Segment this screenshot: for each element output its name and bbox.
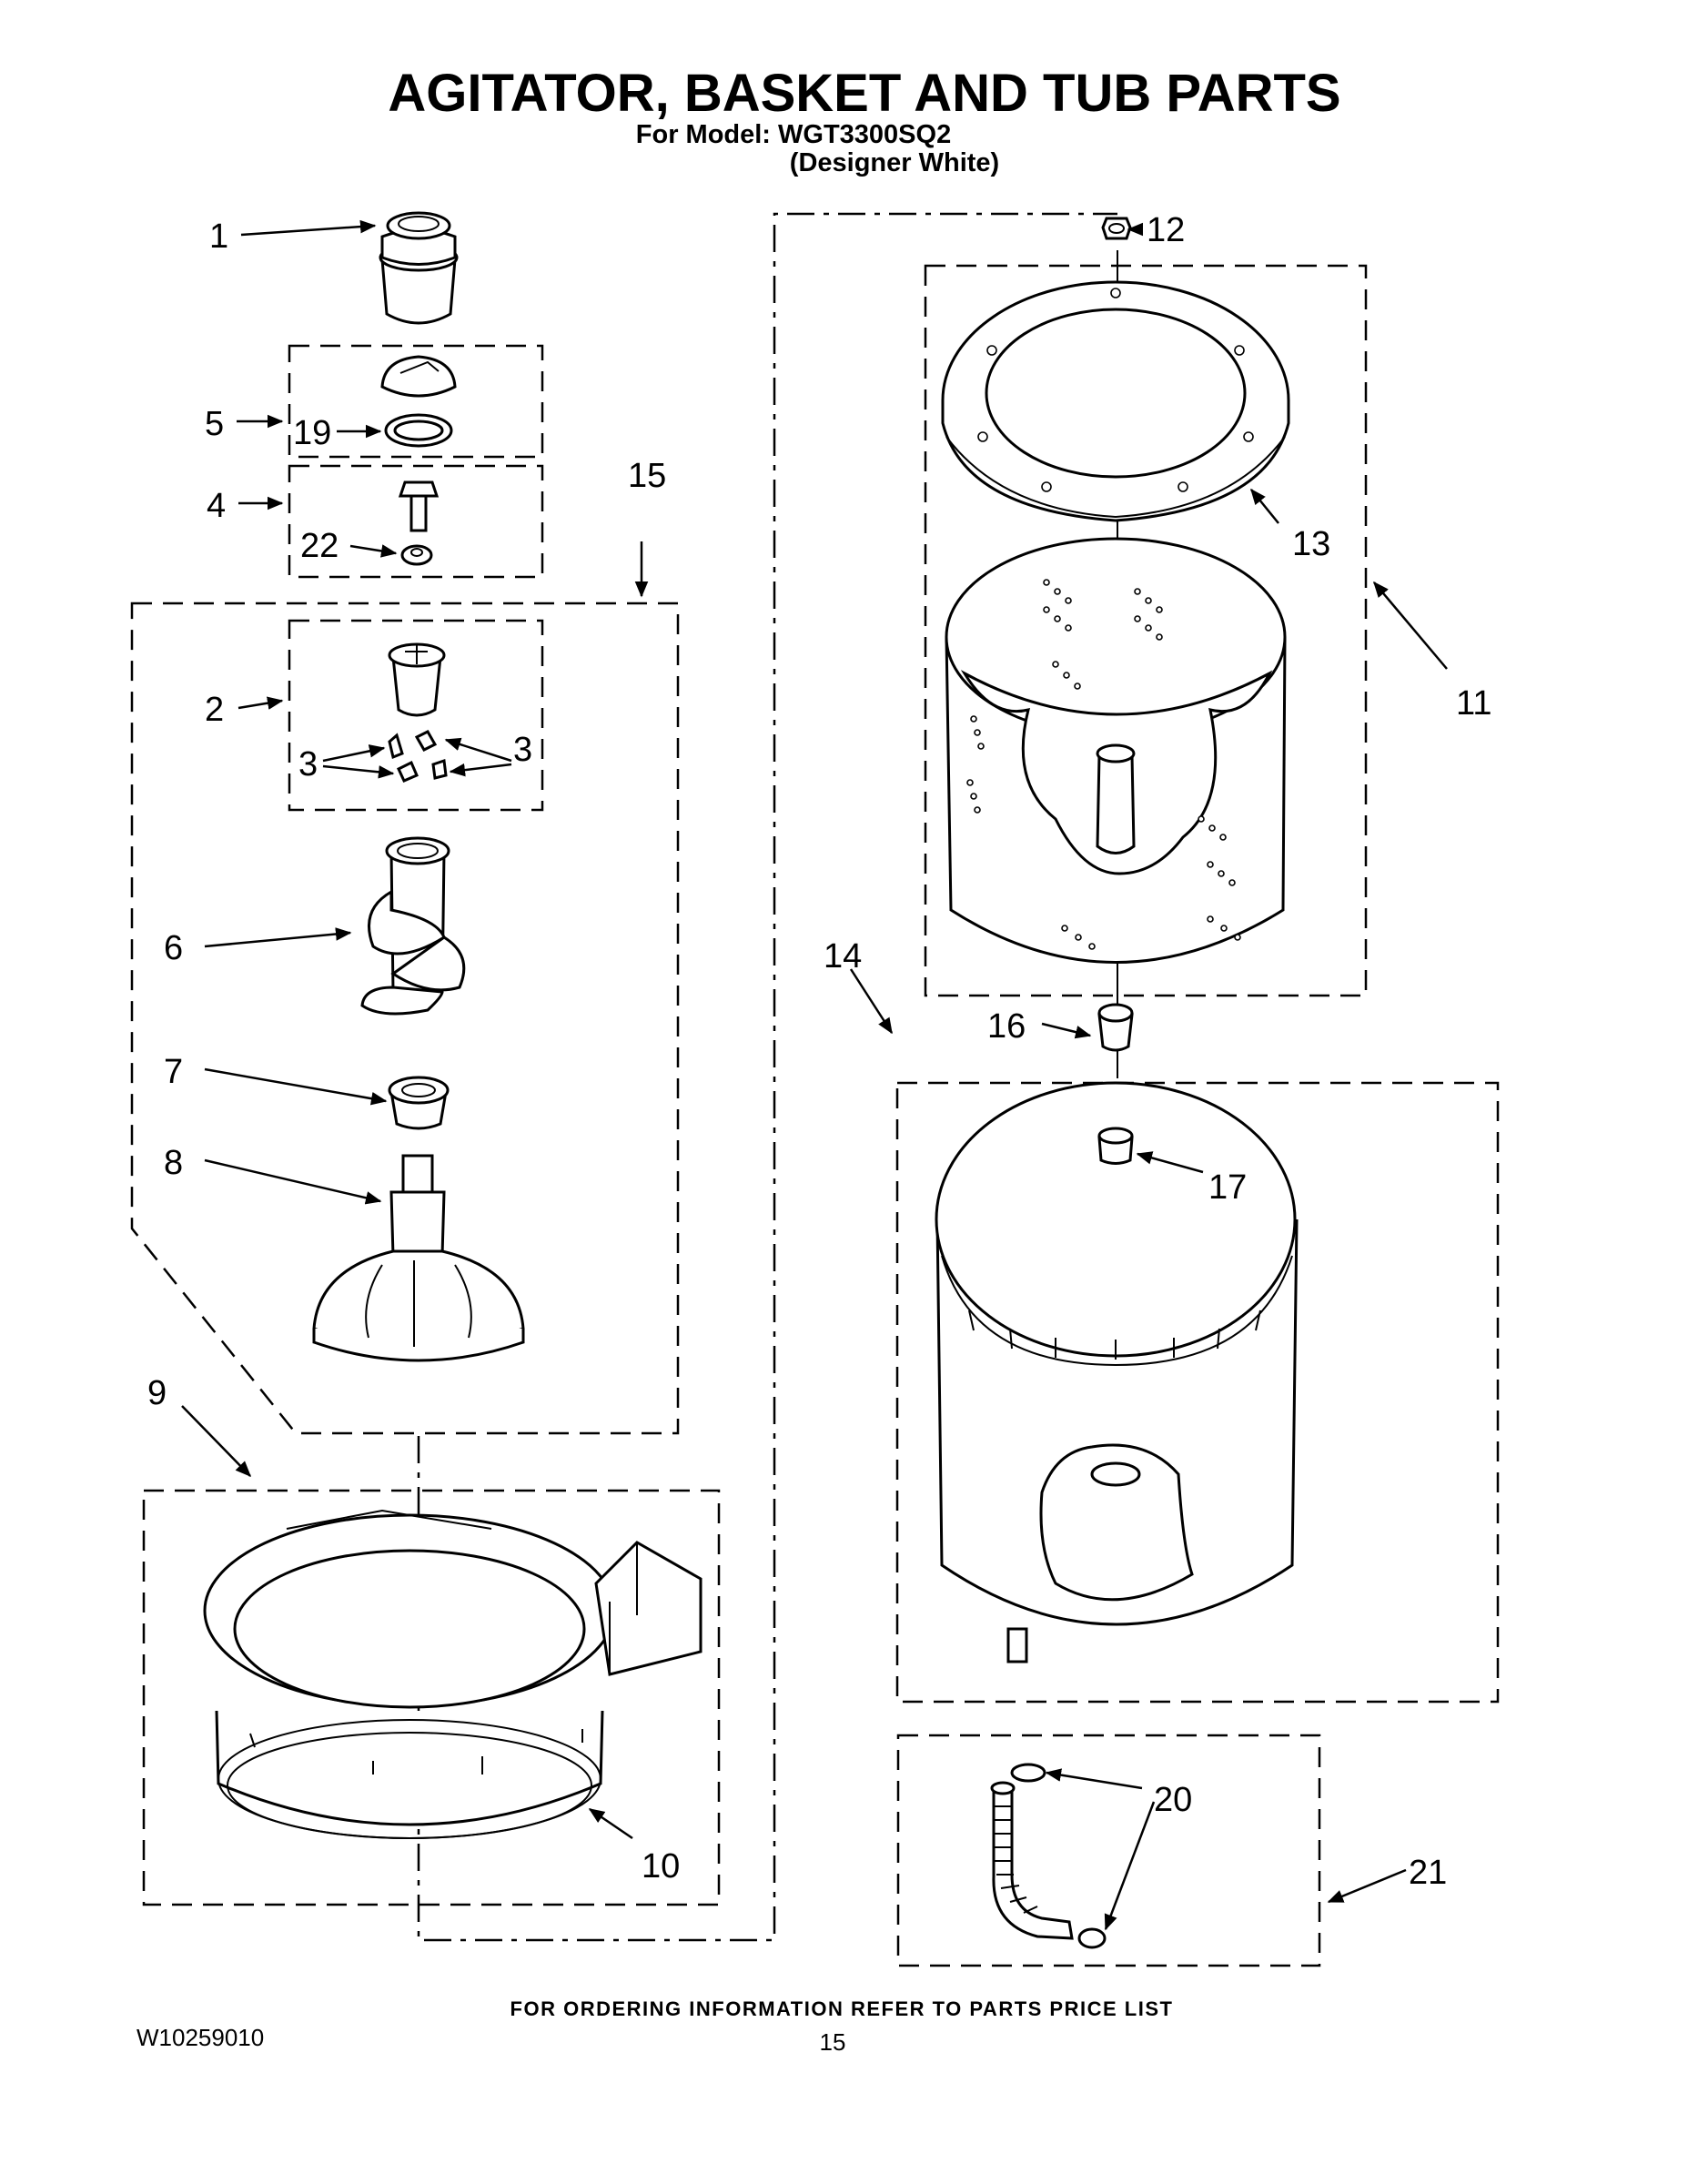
- basket-part-11: [945, 537, 1287, 964]
- callout-22: 22: [300, 527, 339, 565]
- ordering-note: FOR ORDERING INFORMATION REFER TO PARTS …: [510, 1997, 1174, 2020]
- callout-12: 12: [1147, 211, 1185, 249]
- clutch-ring-part-7: [388, 1076, 450, 1130]
- tub-flange-part-10: [215, 1710, 604, 1839]
- group-box-11: [924, 264, 1368, 997]
- leader-lines: [181, 219, 1448, 1931]
- basket-perforations: [966, 579, 1241, 950]
- callout-14: 14: [824, 937, 862, 976]
- dogs-part-3: [388, 730, 448, 783]
- callout-2: 2: [205, 691, 224, 729]
- group-box-2: [288, 619, 544, 812]
- hose-clamp-part-20: [1010, 1763, 1107, 1949]
- color-line: (Designer White): [790, 148, 999, 177]
- callout-1: 1: [209, 217, 228, 256]
- outer-tub-part-14: [935, 1081, 1299, 1663]
- nut-part-12: [1101, 217, 1132, 240]
- bushing-part-16: [1097, 1003, 1134, 1052]
- auger-part-6: [360, 836, 466, 1016]
- group-box-21: [896, 1734, 1321, 1967]
- callout-5: 5: [205, 405, 224, 443]
- tub-ring-part-9: [203, 1509, 702, 1709]
- page-number: 15: [820, 2028, 846, 2056]
- drive-bell-part-2: [388, 642, 446, 717]
- page-title: AGITATOR, BASKET AND TUB PARTS: [388, 64, 1340, 123]
- callout-9: 9: [147, 1374, 167, 1412]
- callout-20: 20: [1154, 1781, 1192, 1819]
- callout-10: 10: [642, 1847, 680, 1886]
- callout-13: 13: [1292, 525, 1330, 563]
- callout-4: 4: [207, 487, 226, 525]
- drain-hose-part-21: [990, 1781, 1074, 1940]
- bearing-part-17: [1097, 1127, 1134, 1165]
- group-box-14: [895, 1081, 1500, 1704]
- bolt-part-4: [398, 480, 440, 532]
- group-box-4: [288, 464, 544, 579]
- callout-15: 15: [628, 457, 666, 495]
- group-boxes: [130, 264, 1500, 1967]
- callout-21: 21: [1409, 1854, 1447, 1892]
- callout-17: 17: [1208, 1168, 1247, 1207]
- washer-part-22: [400, 544, 433, 566]
- callout-19: 19: [293, 414, 331, 452]
- agitator-cap-part-1: [379, 211, 459, 325]
- callout-8: 8: [164, 1144, 183, 1182]
- callout-6: 6: [164, 929, 183, 967]
- callout-3-right: 3: [513, 731, 532, 769]
- callout-16: 16: [987, 1007, 1026, 1046]
- model-line: For Model: WGT3300SQ2: [636, 120, 951, 149]
- balance-ring-part-13: [941, 280, 1290, 522]
- group-box-15: [130, 602, 680, 1435]
- agitator-base-part-8: [312, 1154, 525, 1362]
- callout-11: 11: [1456, 684, 1491, 723]
- seal-ring-part-19: [384, 413, 453, 448]
- group-box-5: [288, 344, 544, 459]
- cap-assembly-part-5: [380, 355, 457, 398]
- document-number: W10259010: [136, 2024, 264, 2051]
- callout-3-left: 3: [298, 745, 318, 784]
- callout-labels: 1 5 19 4 22 15 2 3 3 6 7 8 9 10 12 13 11…: [147, 211, 1491, 1892]
- callout-7: 7: [164, 1053, 183, 1091]
- group-box-9: [142, 1489, 721, 1906]
